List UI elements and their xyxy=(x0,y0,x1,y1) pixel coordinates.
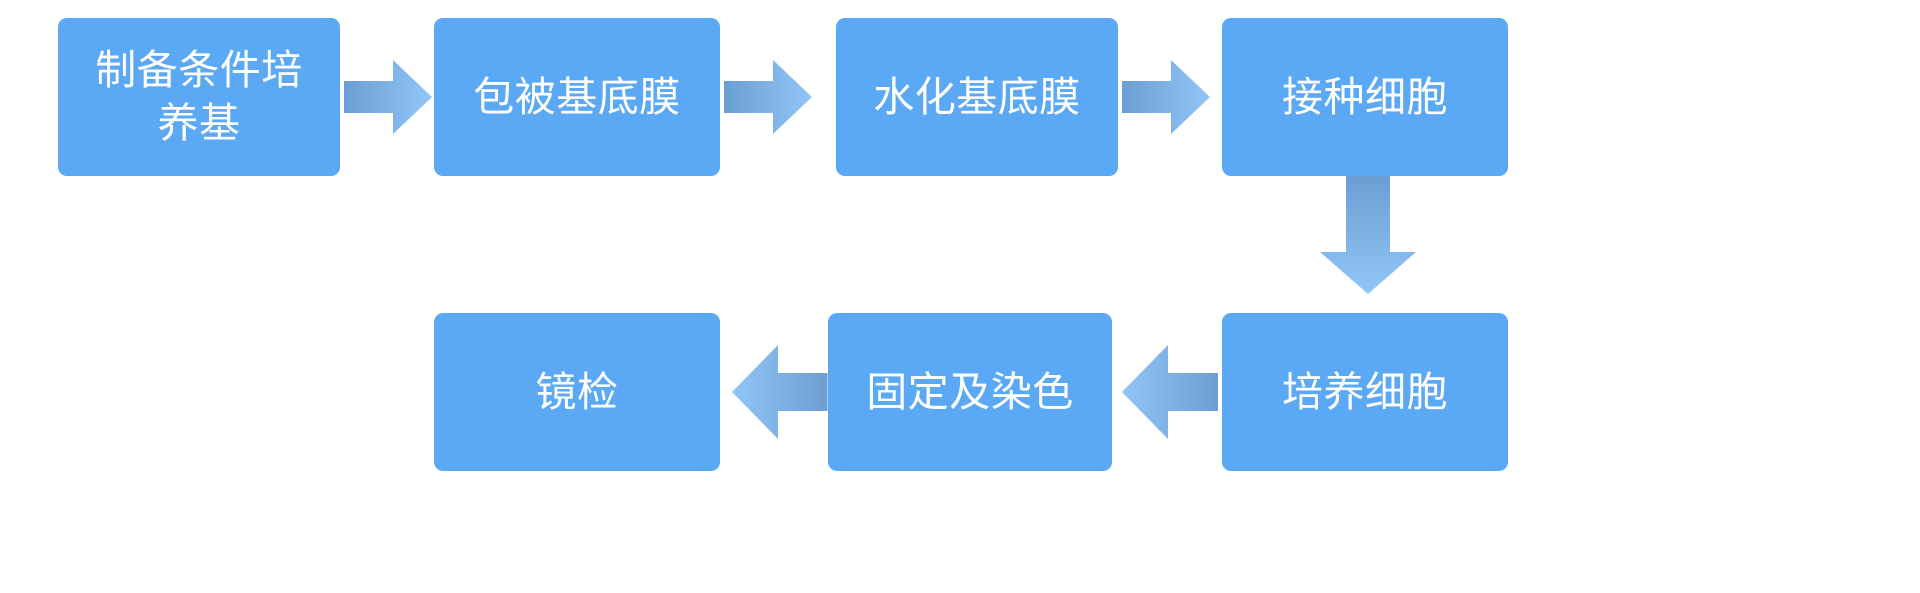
flow-node-label: 镜检 xyxy=(535,368,619,415)
flow-node-hydrate-basement-membrane[interactable]: 水化基底膜 xyxy=(836,18,1118,176)
arrow-right-3 xyxy=(1122,58,1210,136)
flow-node-label: 接种细胞 xyxy=(1282,73,1448,120)
flow-node-seed-cells[interactable]: 接种细胞 xyxy=(1222,18,1508,176)
flow-node-coat-basement-membrane[interactable]: 包被基底膜 xyxy=(434,18,720,176)
arrow-left-2 xyxy=(1122,343,1218,441)
flow-node-label: 水化基底膜 xyxy=(873,73,1081,120)
flow-node-label: 制备条件培 养基 xyxy=(95,46,303,146)
flow-node-label: 培养细胞 xyxy=(1282,368,1448,415)
flow-node-label: 包被基底膜 xyxy=(473,73,681,120)
flow-node-microscopy[interactable]: 镜检 xyxy=(434,313,720,471)
arrow-down-1 xyxy=(1318,176,1418,294)
arrow-left-1 xyxy=(732,343,828,441)
flow-node-prepare-conditioned-medium[interactable]: 制备条件培 养基 xyxy=(58,18,340,176)
flow-node-fix-and-stain[interactable]: 固定及染色 xyxy=(828,313,1112,471)
arrow-right-2 xyxy=(724,58,812,136)
flow-node-label: 固定及染色 xyxy=(866,368,1074,415)
flow-node-culture-cells[interactable]: 培养细胞 xyxy=(1222,313,1508,471)
arrow-right-1 xyxy=(344,58,432,136)
